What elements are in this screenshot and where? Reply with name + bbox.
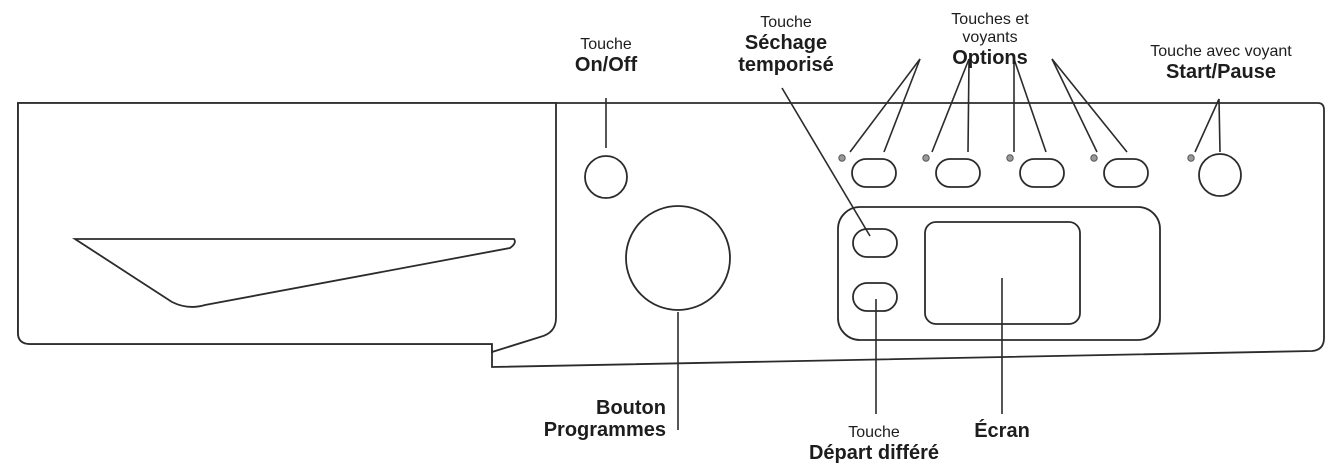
label-options-prefix-2: voyants	[962, 28, 1018, 46]
leader-options-2b	[967, 58, 970, 153]
start-pause-led	[1187, 154, 1195, 162]
drawer-handle	[71, 238, 516, 308]
detergent-drawer	[17, 102, 557, 354]
label-sechage-line1: Séchage	[744, 31, 828, 54]
option-led-1	[838, 154, 846, 162]
leader-options-4b	[1051, 58, 1128, 153]
label-start-pause: Touche avec voyant Start/Pause	[1124, 43, 1318, 83]
start-pause-button[interactable]	[1198, 153, 1242, 197]
leader-start-b	[1218, 98, 1221, 153]
option-button-2[interactable]	[935, 158, 981, 188]
depart-differe-button[interactable]	[852, 282, 898, 312]
label-options-name: Options	[952, 46, 1028, 69]
on-off-button[interactable]	[584, 155, 628, 199]
sechage-temporise-button[interactable]	[852, 228, 898, 258]
label-depart-prefix: Touche	[848, 424, 900, 441]
label-depart-name: Départ différé	[808, 441, 940, 464]
label-on-off-name: On/Off	[574, 53, 638, 76]
label-depart-differe: Touche Départ différé	[794, 424, 954, 464]
label-programmes-line1: Bouton	[596, 397, 666, 419]
leader-options-3b	[1013, 58, 1047, 153]
option-led-3	[1006, 154, 1014, 162]
leader-options-1a	[849, 58, 921, 153]
option-button-3[interactable]	[1019, 158, 1065, 188]
option-led-2	[922, 154, 930, 162]
label-start-name: Start/Pause	[1165, 60, 1277, 83]
label-options-prefix-1: Touches et	[951, 11, 1029, 28]
programme-knob[interactable]	[625, 205, 731, 311]
label-sechage-line2: temporisé	[738, 54, 834, 77]
label-options: Touches et voyants Options	[920, 11, 1060, 69]
leader-options-2a	[931, 58, 970, 153]
label-start-prefix: Touche avec voyant	[1150, 43, 1292, 60]
leader-start-a	[1194, 98, 1220, 153]
leader-options-4a	[1051, 58, 1098, 153]
label-bouton-programmes: Bouton Programmes	[496, 397, 666, 442]
option-led-4	[1090, 154, 1098, 162]
label-sechage-temporise: Touche Séchage temporisé	[716, 14, 856, 77]
leader-options-1b	[883, 58, 921, 153]
label-on-off-prefix: Touche	[580, 36, 632, 53]
label-ecran: Écran	[952, 420, 1052, 442]
label-programmes-line2: Programmes	[543, 419, 666, 442]
leader-sechage	[781, 87, 871, 237]
label-ecran-name: Écran	[974, 420, 1030, 442]
option-button-1[interactable]	[851, 158, 897, 188]
label-sechage-prefix: Touche	[760, 14, 812, 31]
option-button-4[interactable]	[1103, 158, 1149, 188]
label-on-off: Touche On/Off	[556, 36, 656, 76]
